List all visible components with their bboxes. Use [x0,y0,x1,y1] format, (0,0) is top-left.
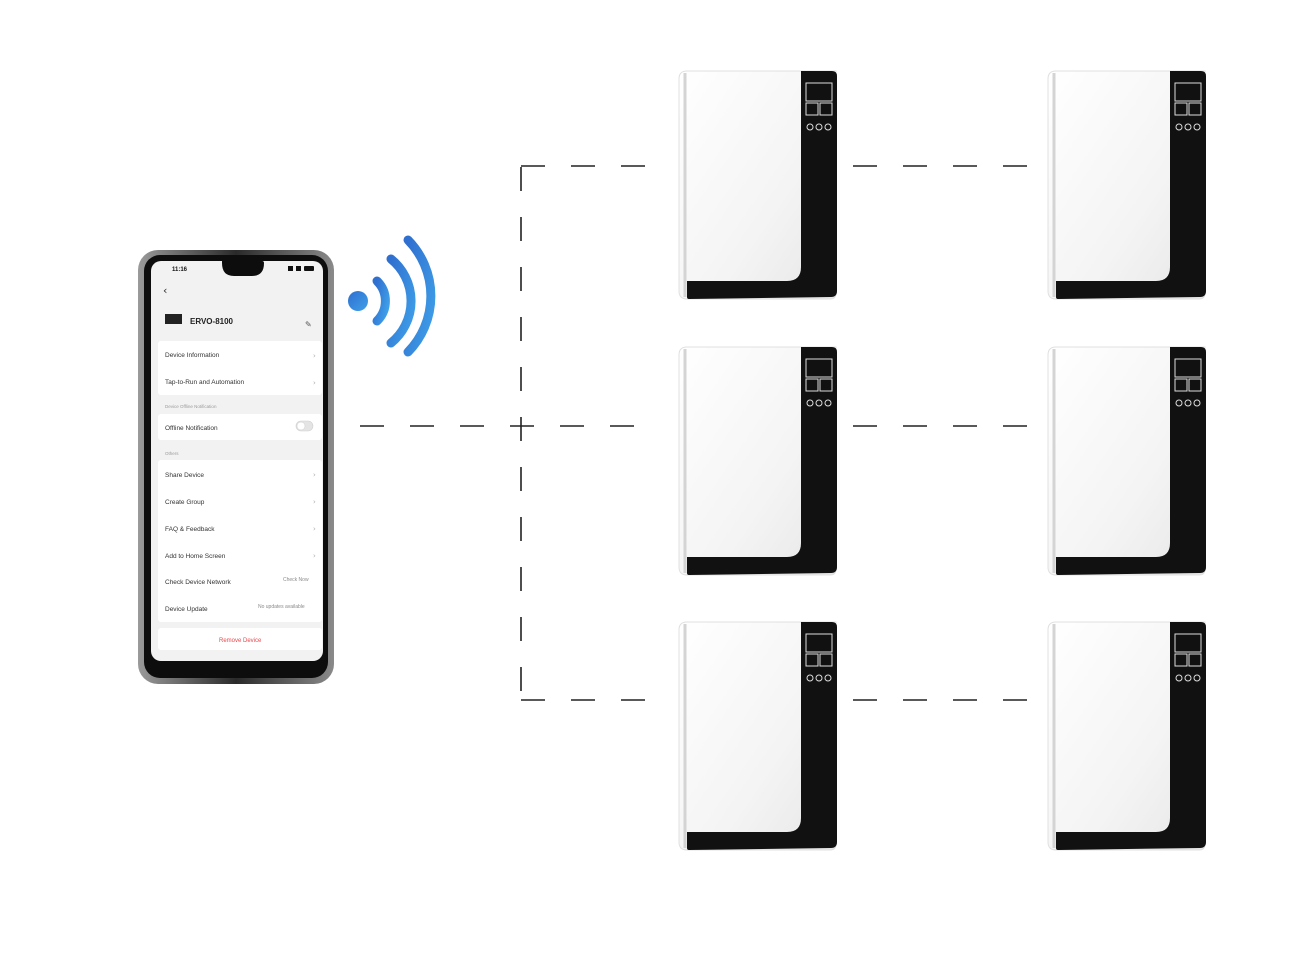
edit-icon[interactable]: ✎ [305,320,312,329]
row-share-device[interactable]: Share Device [165,472,204,479]
battery-unit-icon [677,69,839,301]
row-faq-feedback[interactable]: FAQ & Feedback [165,526,215,533]
chevron-right-icon: › [313,471,316,479]
row-add-home-screen[interactable]: Add to Home Screen [165,553,226,560]
section-offline: Device Offline Notification [165,404,217,409]
row-tap-to-run[interactable]: Tap-to-Run and Automation [165,379,245,386]
chevron-right-icon: › [313,498,316,506]
device-update-value: No updates available [258,604,305,610]
offline-notification-label: Offline Notification [165,425,218,432]
check-network-value: Check Now [283,577,309,583]
chevron-right-icon: › [313,352,316,360]
connector-lines [360,165,1048,701]
battery-unit-icon [1046,345,1208,577]
chevron-right-icon: › [313,379,316,387]
status-time: 11:16 [172,267,188,273]
row-device-information[interactable]: Device Information [165,352,220,359]
back-icon[interactable]: ‹ [163,284,167,297]
battery-unit-icon [677,345,839,577]
remove-device-button[interactable]: Remove Device [219,638,262,644]
chevron-right-icon: › [313,525,316,533]
battery-unit-icon [677,620,839,852]
section-others: Others [165,451,179,456]
smartphone: 11:16 ‹ ERVO-8100 ✎ Device Information ›… [138,250,334,684]
battery-unit-icon [1046,620,1208,852]
wifi-signal-icon [348,235,436,357]
battery-unit-icon [1046,69,1208,301]
device-name: ERVO-8100 [190,317,234,326]
row-create-group[interactable]: Create Group [165,499,205,506]
row-check-network[interactable]: Check Device Network [165,579,231,586]
row-device-update[interactable]: Device Update [165,606,208,613]
chevron-right-icon: › [313,552,316,560]
